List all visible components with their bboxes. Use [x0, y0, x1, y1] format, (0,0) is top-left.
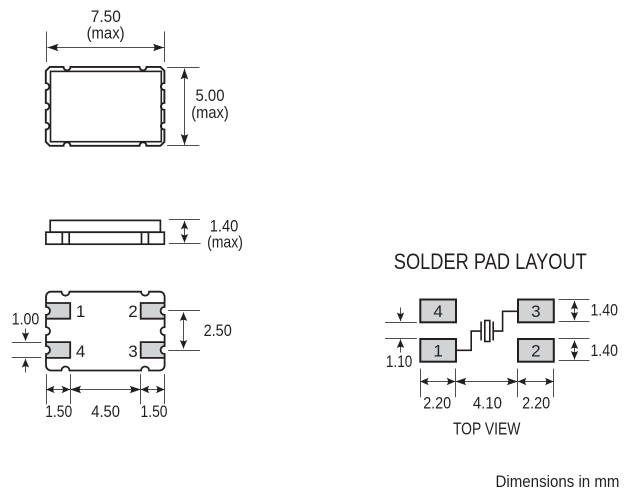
svg-text:2: 2	[128, 302, 137, 321]
svg-text:(max): (max)	[207, 234, 243, 252]
svg-text:(max): (max)	[191, 104, 228, 122]
svg-text:1.40: 1.40	[590, 302, 618, 320]
svg-text:1.40: 1.40	[210, 217, 239, 235]
svg-text:(max): (max)	[87, 24, 125, 42]
svg-text:1.00: 1.00	[12, 311, 40, 329]
svg-text:4: 4	[76, 342, 85, 361]
svg-text:7.50: 7.50	[91, 8, 121, 26]
svg-text:4.50: 4.50	[91, 403, 120, 421]
svg-text:2.50: 2.50	[204, 322, 232, 340]
svg-text:4: 4	[433, 302, 442, 321]
svg-text:1.10: 1.10	[386, 353, 412, 371]
svg-text:5.00: 5.00	[196, 87, 225, 105]
svg-text:1: 1	[433, 342, 442, 361]
svg-text:Dimensions in mm: Dimensions in mm	[496, 473, 620, 491]
svg-text:2: 2	[531, 342, 540, 361]
svg-text:1: 1	[76, 302, 85, 321]
svg-text:3: 3	[128, 342, 137, 361]
svg-text:2.20: 2.20	[522, 394, 550, 412]
svg-text:1.50: 1.50	[141, 403, 168, 421]
svg-text:SOLDER PAD LAYOUT: SOLDER PAD LAYOUT	[394, 249, 587, 274]
svg-text:1.50: 1.50	[45, 403, 72, 421]
svg-text:3: 3	[531, 302, 540, 321]
svg-text:2.20: 2.20	[423, 394, 451, 412]
svg-text:TOP VIEW: TOP VIEW	[453, 418, 521, 438]
svg-text:1.40: 1.40	[590, 342, 618, 360]
svg-text:4.10: 4.10	[473, 394, 502, 412]
